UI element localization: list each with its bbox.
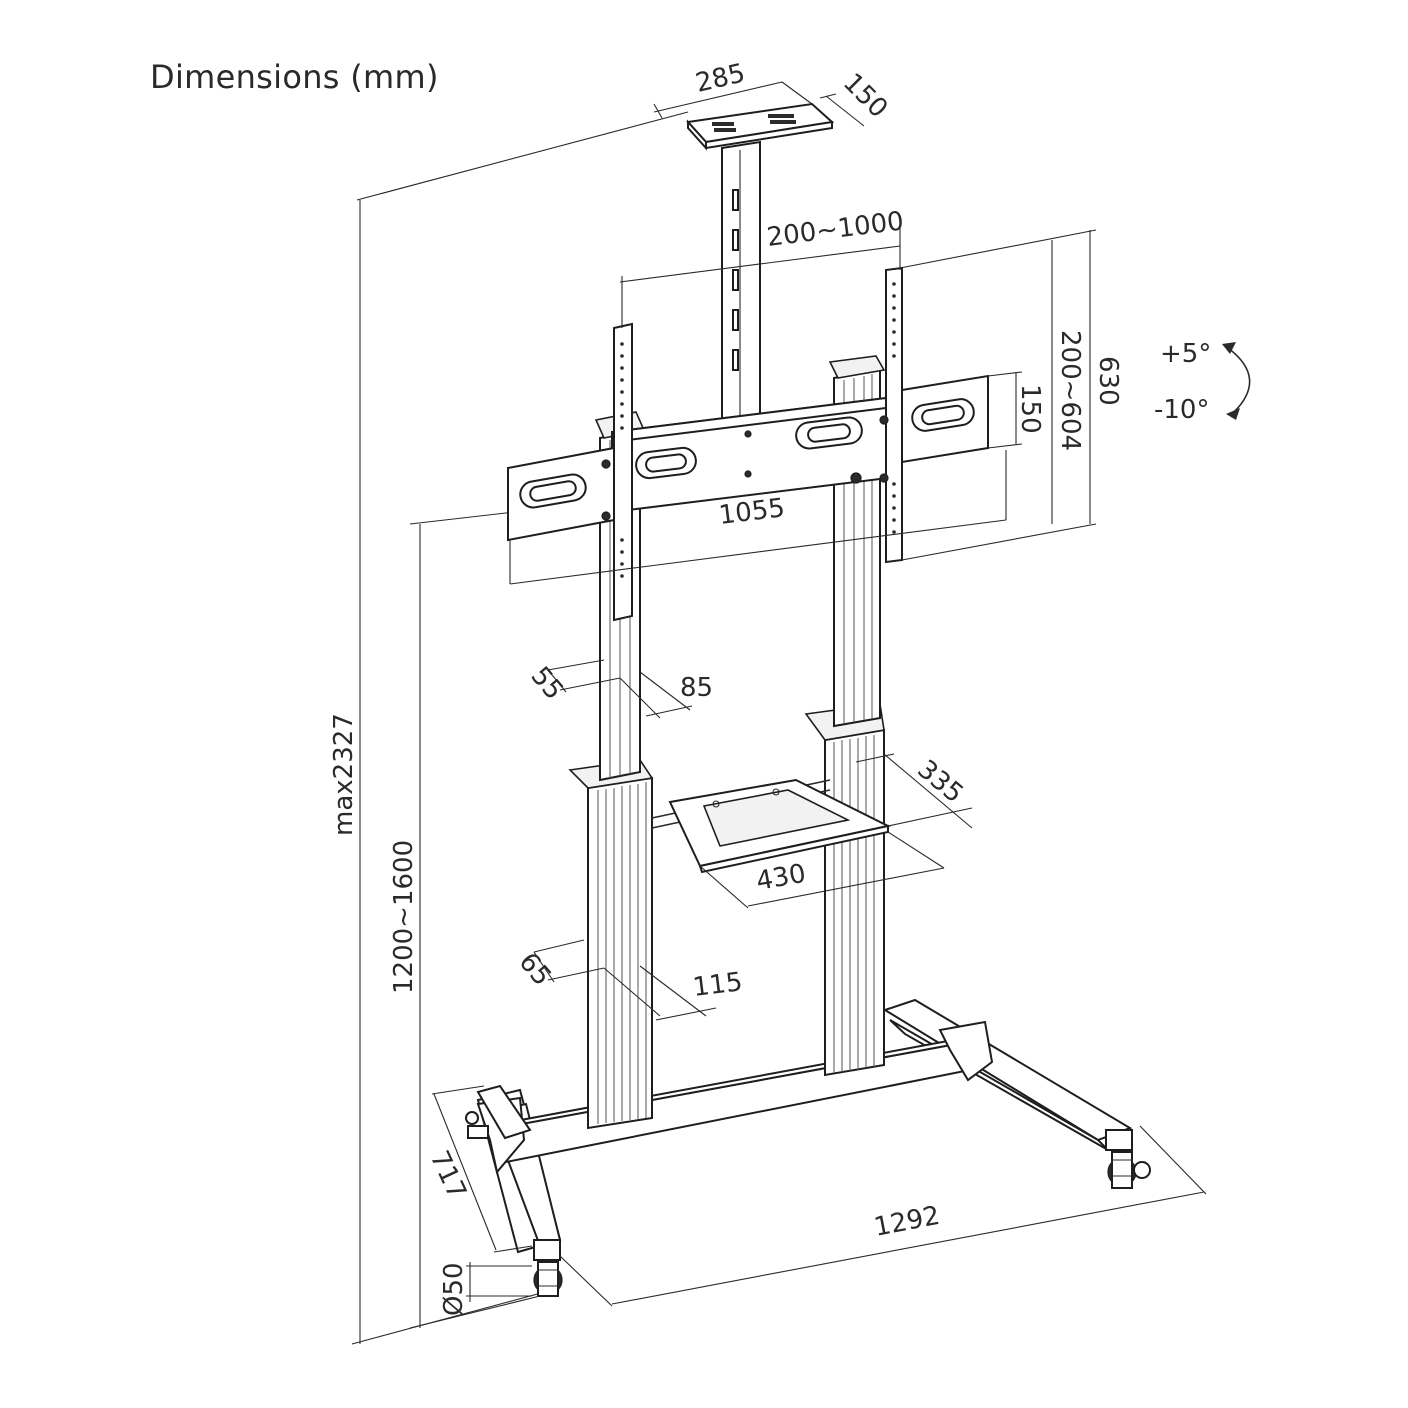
tilt-up: +5° <box>1160 339 1211 369</box>
extension-lines <box>351 111 881 1345</box>
dim-1055: 1055 <box>717 493 786 531</box>
dim-150-arm: 150 <box>1015 384 1045 434</box>
dim-200-604: 200~604 <box>1055 330 1085 451</box>
camera-pole <box>721 140 761 428</box>
dim-150-top: 150 <box>837 68 893 124</box>
dim-1200-1600: 1200~1600 <box>389 840 419 994</box>
dim-335: 335 <box>912 754 969 809</box>
dim-max-2327: max2327 <box>329 713 359 836</box>
dim-717: 717 <box>424 1146 472 1204</box>
wall-bracket <box>507 266 989 622</box>
dim-65: 65 <box>513 947 557 992</box>
diagram-title: Dimensions (mm) <box>150 58 439 96</box>
dim-85: 85 <box>680 673 713 703</box>
top-plate <box>686 102 835 151</box>
pole-slots <box>732 189 739 371</box>
dim-1292: 1292 <box>872 1201 943 1243</box>
dimension-lines <box>431 81 1207 1307</box>
dim-115: 115 <box>691 967 744 1003</box>
dim-caster-diameter: Ø50 <box>439 1262 469 1316</box>
lower-column-left <box>568 759 654 1130</box>
tilt-indicator <box>1222 342 1251 420</box>
dim-200-1000: 200~1000 <box>765 206 905 253</box>
caster-right <box>1105 1129 1151 1189</box>
tilt-down: -10° <box>1154 395 1209 425</box>
caster-left-front <box>465 1111 489 1139</box>
dim-285: 285 <box>693 58 748 98</box>
dim-430: 430 <box>754 859 808 897</box>
dim-630: 630 <box>1093 356 1123 406</box>
base-frame <box>465 998 1151 1297</box>
lower-column-right <box>804 703 885 1077</box>
shelf <box>651 778 892 874</box>
caster-left <box>533 1239 563 1297</box>
